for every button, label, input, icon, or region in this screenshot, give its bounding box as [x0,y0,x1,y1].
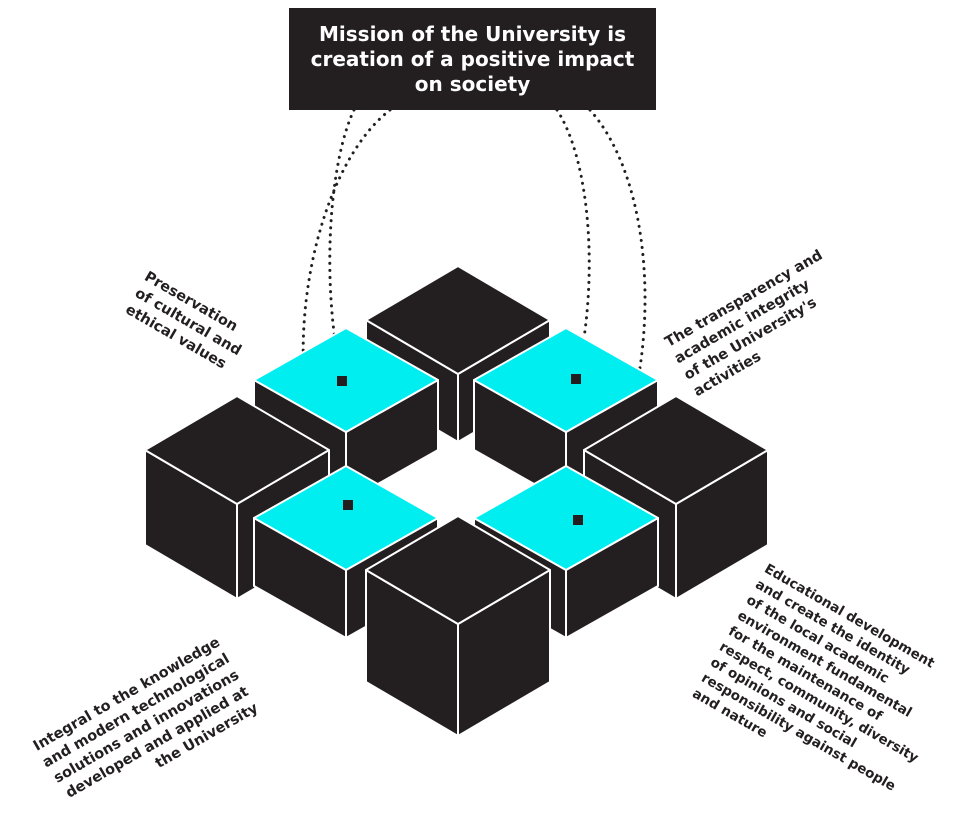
cube-top-face [144,395,330,505]
mission-line-2: creation of a positive impact [310,47,635,71]
cube-highlight-top-right [473,327,659,503]
block-grid [144,265,769,737]
mission-line-3: on society [414,72,531,96]
mission-line-1: Mission of the University is [319,22,626,46]
cube-top-face [253,465,439,571]
cube-top-face [583,395,769,505]
marker-square [571,374,581,384]
connector-markers [337,374,583,525]
cube-top-face [365,515,551,625]
connector-curve [555,108,591,382]
marker-square [337,376,347,386]
cube-top-face [365,265,551,375]
cube-top-face [473,327,659,433]
mission-box: Mission of the University is creation of… [289,8,656,110]
marker-square [343,500,353,510]
cube-top-face [473,465,659,571]
cube-front-center [365,515,551,737]
marker-square [573,515,583,525]
